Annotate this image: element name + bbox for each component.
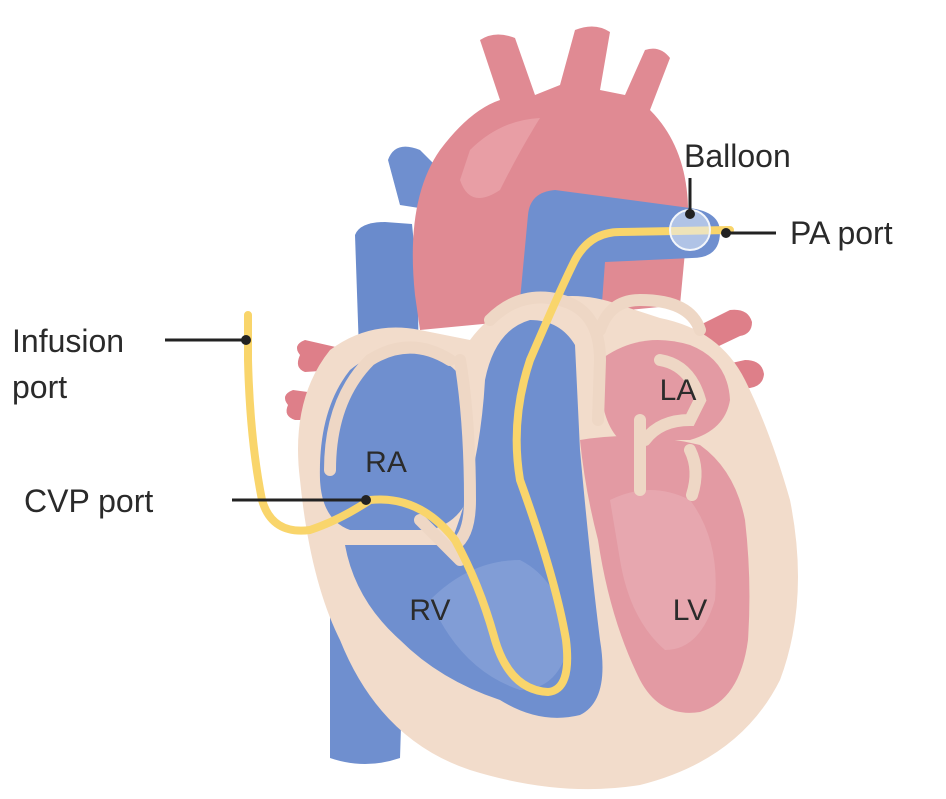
septum-outlines <box>324 291 707 566</box>
leader-balloon-dot <box>685 209 695 219</box>
leader-pa-port-dot <box>721 228 731 238</box>
label-infusion-port-line1: Infusion <box>12 323 124 359</box>
label-infusion-port-line2: port <box>12 369 67 405</box>
chamber-label-ra: RA <box>365 446 407 479</box>
leader-infusion-port-dot <box>241 335 251 345</box>
aorta-highlight <box>460 118 540 198</box>
label-pa-port: PA port <box>790 215 893 251</box>
label-balloon: Balloon <box>684 138 791 174</box>
leader-cvp-port-dot <box>361 495 371 505</box>
right-atrium <box>319 350 475 530</box>
chamber-label-la: LA <box>660 374 697 407</box>
left-ventricle-shade <box>610 490 716 650</box>
chamber-label-lv: LV <box>673 594 707 627</box>
label-cvp-port: CVP port <box>24 483 153 519</box>
right-ventricle-shade <box>430 560 570 690</box>
chamber-label-rv: RV <box>409 594 450 627</box>
catheter-tube <box>244 226 734 696</box>
